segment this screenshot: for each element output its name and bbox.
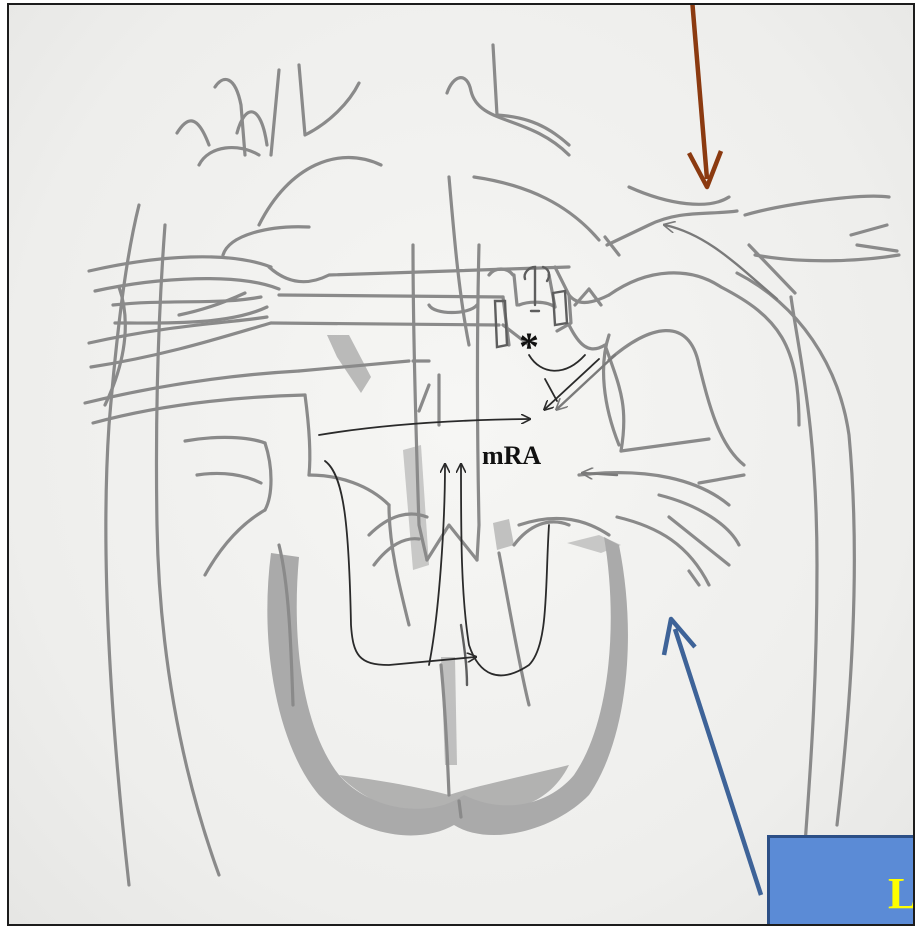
callout-text: L bbox=[888, 868, 915, 919]
blue-arrow bbox=[664, 619, 761, 895]
asterisk-marker: * bbox=[519, 327, 539, 367]
heart-sketch-drawing bbox=[9, 5, 915, 926]
pencil-sketch-paper: mRA * L bbox=[7, 3, 915, 926]
chamber-label-mra: mRA bbox=[482, 441, 541, 471]
flow-arrows bbox=[319, 355, 599, 675]
callout-box: L bbox=[767, 835, 915, 926]
brown-arrow bbox=[689, 5, 721, 187]
